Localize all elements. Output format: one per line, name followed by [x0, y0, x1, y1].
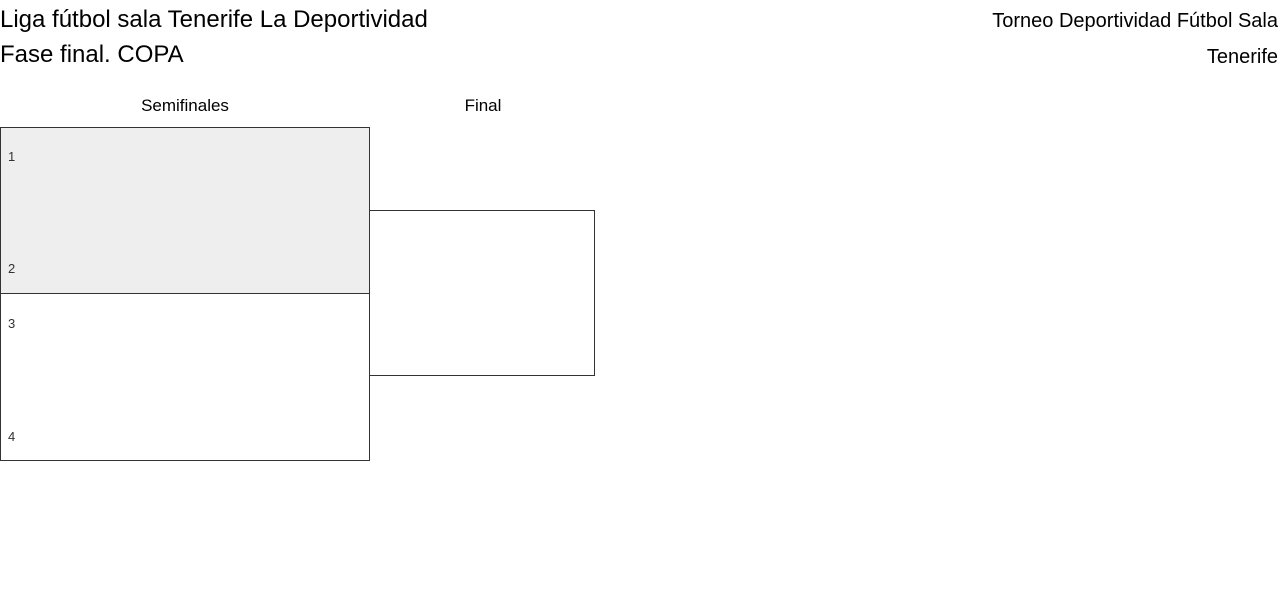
organizer-title-line-1: Torneo Deportividad Fútbol Sala [992, 10, 1278, 32]
match-slot-seed-2[interactable]: 2 [8, 261, 16, 276]
match-box-final[interactable] [369, 210, 595, 376]
match-slot-seed-3[interactable]: 3 [8, 316, 16, 331]
organizer-title: Torneo Deportividad Fútbol Sala Tenerife [678, 3, 1278, 75]
page-title-line-2: Fase final. COPA [0, 41, 184, 68]
match-slot-seed-4[interactable]: 4 [8, 429, 16, 444]
match-slot-seed-1[interactable]: 1 [8, 149, 16, 164]
page-title-line-1: Liga fútbol sala Tenerife La Deportivida… [0, 6, 428, 33]
match-box-semifinal-2[interactable]: 3 4 [0, 293, 370, 461]
organizer-title-line-2: Tenerife [1206, 46, 1278, 68]
round-header-semifinales: Semifinales [141, 96, 229, 115]
bracket-connector-bottom [369, 375, 381, 376]
match-box-semifinal-1[interactable]: 1 2 [0, 127, 370, 294]
page-title: Liga fútbol sala Tenerife La Deportivida… [0, 2, 700, 72]
round-header-final: Final [464, 96, 502, 115]
bracket-connector-top [369, 210, 381, 211]
